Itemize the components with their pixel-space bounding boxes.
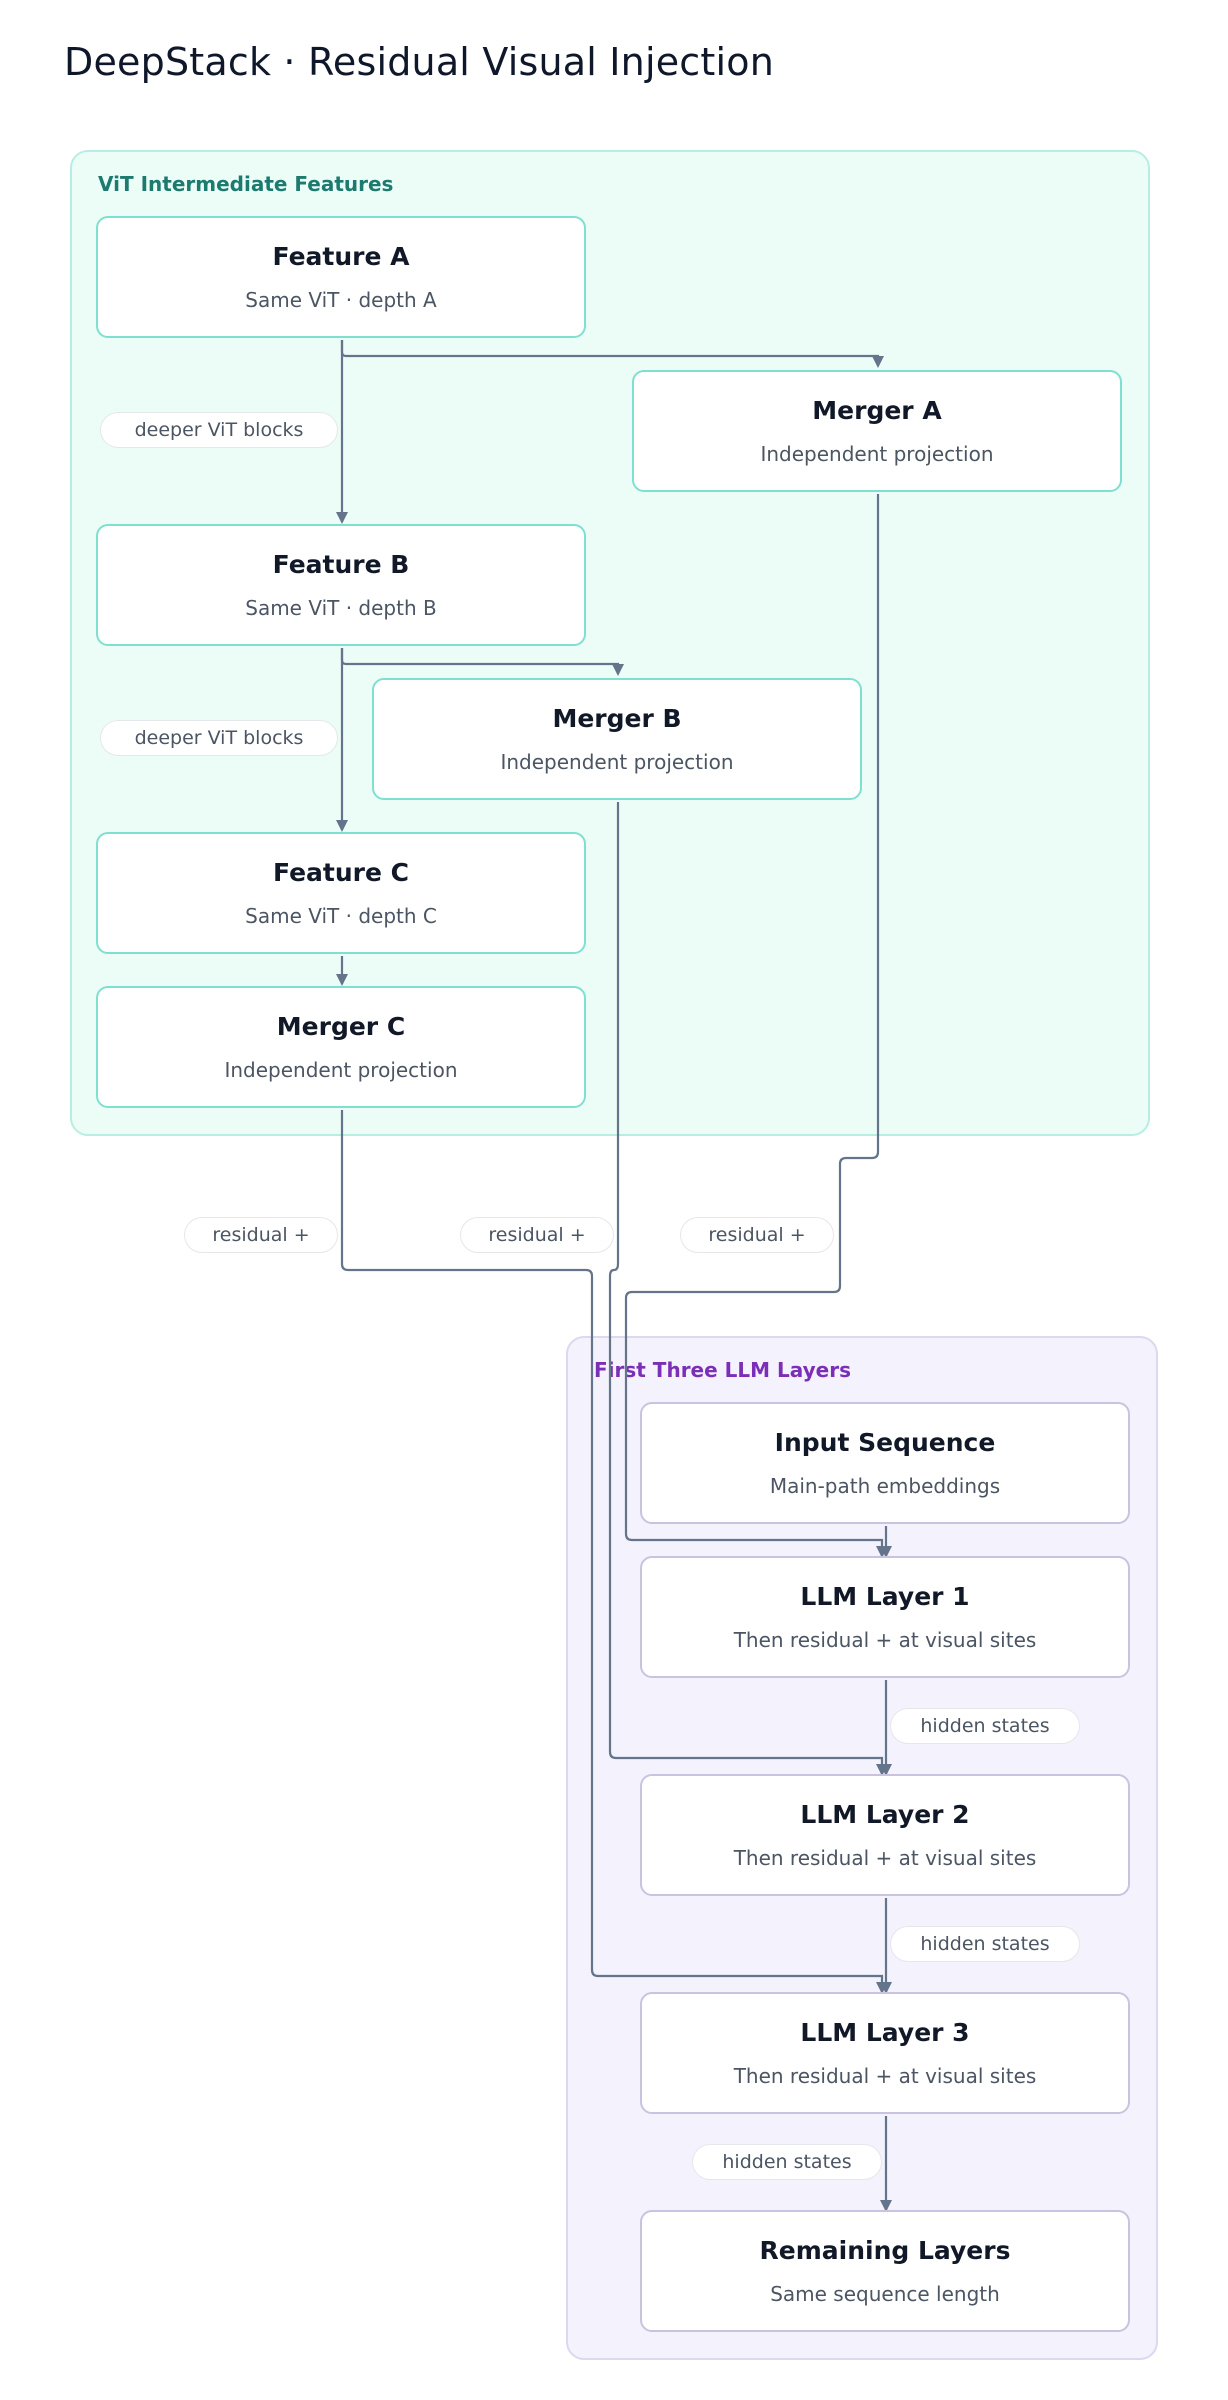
vit-group-label: ViT Intermediate Features [98,172,394,196]
edge-label-residual-3: residual + [680,1217,834,1253]
merger-a-node: Merger A Independent projection [632,370,1122,492]
feature-c-subtitle: Same ViT · depth C [245,904,437,928]
input-sequence-node: Input Sequence Main-path embeddings [640,1402,1130,1524]
llm-layer-3-title: LLM Layer 3 [800,2018,970,2047]
edge-label-hidden-states-2: hidden states [890,1926,1080,1962]
merger-c-title: Merger C [276,1012,406,1041]
edge-label-residual-1: residual + [184,1217,338,1253]
feature-a-node: Feature A Same ViT · depth A [96,216,586,338]
merger-b-title: Merger B [552,704,682,733]
feature-a-title: Feature A [272,242,410,271]
edge-label-hidden-states-1: hidden states [890,1708,1080,1744]
edge-feature-b-to-merger-b [340,648,624,676]
page-title: DeepStack · Residual Visual Injection [64,40,774,84]
llm-layer-3-subtitle: Then residual + at visual sites [733,2064,1037,2088]
edge-label-hidden-states-3: hidden states [692,2144,882,2180]
remaining-layers-node: Remaining Layers Same sequence length [640,2210,1130,2332]
merger-c-subtitle: Independent projection [224,1058,458,1082]
feature-b-subtitle: Same ViT · depth B [245,596,437,620]
edge-feature-a-to-merger-a [340,340,884,368]
merger-a-title: Merger A [812,396,942,425]
feature-a-subtitle: Same ViT · depth A [245,288,437,312]
remaining-layers-title: Remaining Layers [759,2236,1011,2265]
edge-merger-a-to-llm1 [624,494,888,1558]
edge-merger-c-to-llm3 [340,1110,888,1994]
merger-b-node: Merger B Independent projection [372,678,862,800]
llm-layer-2-title: LLM Layer 2 [800,1800,970,1829]
remaining-layers-subtitle: Same sequence length [770,2282,1000,2306]
feature-c-title: Feature C [273,858,409,887]
feature-b-title: Feature B [272,550,410,579]
llm-layer-3-node: LLM Layer 3 Then residual + at visual si… [640,1992,1130,2114]
input-sequence-title: Input Sequence [774,1428,996,1457]
feature-c-node: Feature C Same ViT · depth C [96,832,586,954]
input-sequence-subtitle: Main-path embeddings [769,1474,1001,1498]
llm-layer-1-node: LLM Layer 1 Then residual + at visual si… [640,1556,1130,1678]
llm-layer-2-node: LLM Layer 2 Then residual + at visual si… [640,1774,1130,1896]
feature-b-node: Feature B Same ViT · depth B [96,524,586,646]
edge-merger-b-to-llm2 [608,802,888,1776]
llm-group-label: First Three LLM Layers [594,1358,851,1382]
merger-c-node: Merger C Independent projection [96,986,586,1108]
llm-layer-1-title: LLM Layer 1 [800,1582,970,1611]
llm-layer-1-subtitle: Then residual + at visual sites [733,1628,1037,1652]
llm-layer-2-subtitle: Then residual + at visual sites [733,1846,1037,1870]
merger-b-subtitle: Independent projection [500,750,734,774]
edge-label-residual-2: residual + [460,1217,614,1253]
edge-label-deeper-vit-blocks-1: deeper ViT blocks [100,412,338,448]
edge-label-deeper-vit-blocks-2: deeper ViT blocks [100,720,338,756]
merger-a-subtitle: Independent projection [760,442,994,466]
